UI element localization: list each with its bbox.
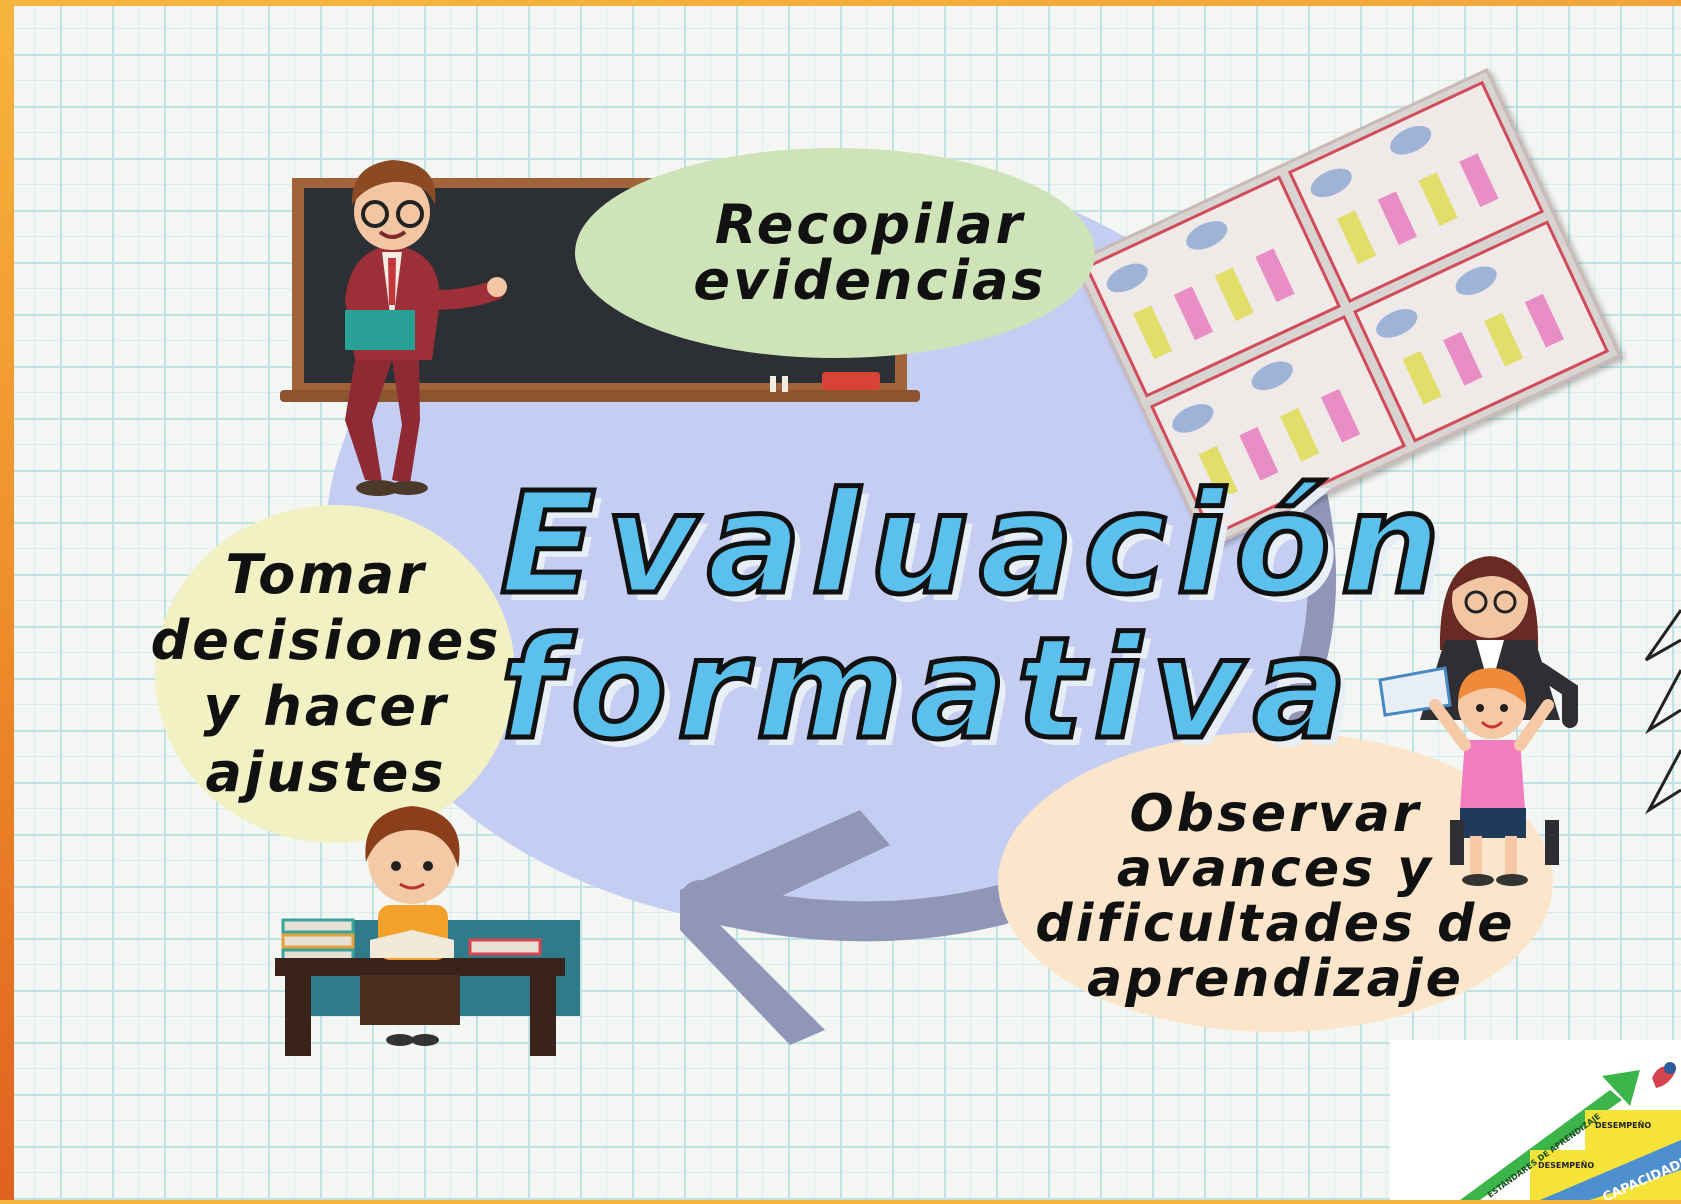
right-edge-decoration: [1644, 609, 1681, 815]
step-tomar-line-2: decisiones: [150, 609, 502, 672]
comic-panels: [1084, 80, 1610, 538]
step-recopilar-line-1: Recopilar: [714, 193, 1026, 256]
standards-logo: ESTÁNDARES DE APRENDIZAJE DESEMPEÑO DESE…: [1390, 1040, 1681, 1204]
step-tomar-line-1: Tomar: [225, 543, 427, 606]
step-tomar-line-3: y hacer: [203, 675, 449, 738]
teacher-figure: [345, 160, 507, 496]
step-recopilar-evidencias: Recopilar evidencias: [575, 148, 1095, 358]
frame-left: [0, 0, 18, 1200]
frame-top: [0, 0, 1681, 10]
logo-step-label-2: DESEMPEÑO: [1538, 1160, 1594, 1170]
student-comic-photo: [1072, 68, 1622, 550]
arrow-up-icon: [1602, 1070, 1640, 1106]
logo-step-label-1: DESEMPEÑO: [1595, 1120, 1651, 1130]
step-observar-line-4: aprendizaje: [1087, 949, 1464, 1009]
step-observar-line-2: avances y: [1116, 839, 1435, 899]
step-tomar-line-4: ajustes: [205, 741, 447, 804]
step-observar-avances: Observar avances y dificultades de apren…: [998, 732, 1553, 1032]
diagram-title-line-2: formativa: [498, 608, 1358, 771]
diagram-title-line-1: Evaluación: [498, 463, 1451, 626]
step-recopilar-line-2: evidencias: [693, 249, 1047, 312]
cycle-arrowhead: [680, 810, 890, 1045]
step-observar-line-3: dificultades de: [1035, 894, 1516, 954]
step-tomar-decisiones: Tomar decisiones y hacer ajustes: [151, 505, 515, 843]
step-observar-line-1: Observar: [1129, 784, 1422, 844]
standards-logo-graphic: ESTÁNDARES DE APRENDIZAJE DESEMPEÑO DESE…: [1460, 1062, 1681, 1204]
